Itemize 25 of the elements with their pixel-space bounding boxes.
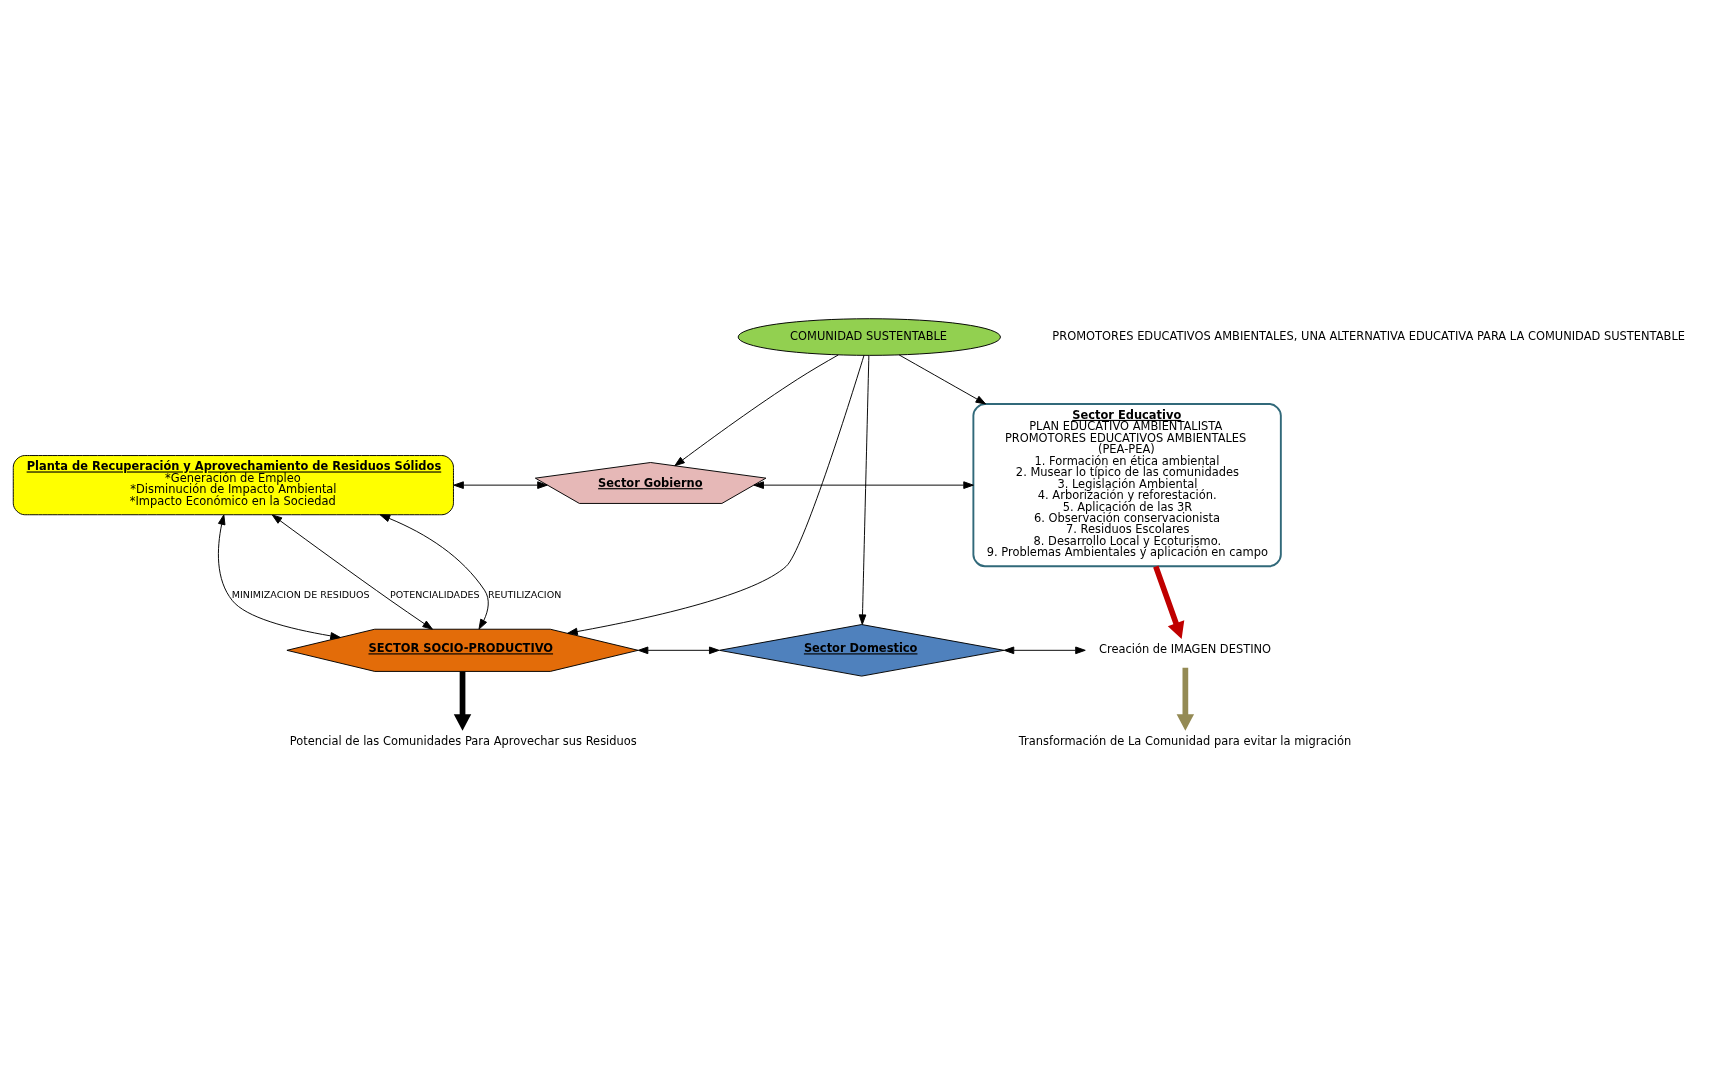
- arrow: [898, 354, 987, 405]
- node-text: Transformación de La Comunidad para evitar la migración: [1018, 733, 1352, 748]
- arrow: [1003, 646, 1086, 655]
- arrow: [637, 646, 720, 655]
- arrow: [453, 671, 472, 731]
- node-diamond: Sector Domestico: [718, 624, 1005, 677]
- arrow: [271, 514, 433, 630]
- arrow: [1153, 565, 1185, 639]
- arrow: [453, 481, 548, 489]
- edge-label: POTENCIALIDADES: [390, 588, 480, 600]
- node-box: Sector Educativo PLAN EDUCATIVO AMBIENTALISTA PROMOTORES EDUCATIVOS AMBIENTALES (PEA-PEA) 1. Formación en ética ambiental 2. Musear lo típico de las comunidades 3. Legislación Ambiental 4. Arborización y reforestación. 5. Aplicación de las 3R 6. Observación conservacionista 7. Residuos Escolares 8. Desarrollo Local y Ecoturismo. 9. Problemas Ambientales y aplicación en campo: [972, 403, 1282, 568]
- edge-label: REUTILIZACION: [487, 588, 562, 600]
- arrow: [379, 514, 489, 630]
- arrow: [674, 354, 839, 467]
- arrow: [1176, 667, 1195, 731]
- node-box: Planta de Recuperación y Aprovechamiento de Residuos Sólidos *Generación de Empleo *Disminución de Impacto Ambiental *Impacto Económico en la Sociedad: [12, 455, 454, 516]
- arrow: [753, 481, 974, 489]
- arrow: [858, 355, 870, 625]
- node-ellipse: COMUNIDAD SUSTENTABLE: [737, 318, 1001, 356]
- node-text: Potencial de las Comunidades Para Aprovechar sus Residuos: [289, 733, 637, 748]
- arrow: [567, 354, 865, 636]
- arrow: [217, 514, 341, 640]
- label: PROMOTORES EDUCATIVOS AMBIENTALES, UNA ALTERNATIVA EDUCATIVA PARA LA COMUNIDAD SUSTENTABLE: [1052, 329, 1685, 344]
- node-text: Creación de IMAGEN DESTINO: [1098, 642, 1272, 657]
- edge-label: MINIMIZACION DE RESIDUOS: [231, 588, 370, 600]
